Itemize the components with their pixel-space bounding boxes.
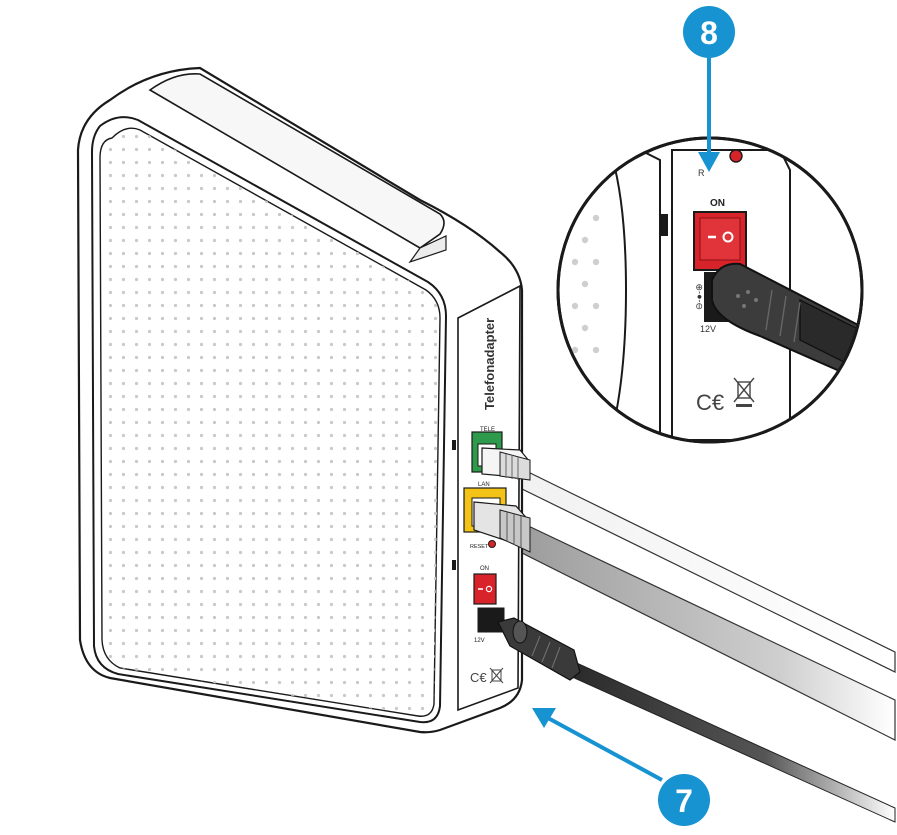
- zoom-reset-label: R: [698, 168, 705, 178]
- zoom-front-dots: [571, 214, 600, 354]
- zoom-ce-mark-icon: C€: [696, 390, 724, 415]
- switch-label: ON: [480, 566, 489, 572]
- callout-8-number: 8: [700, 15, 718, 51]
- zoom-switch-label: ON: [710, 198, 725, 209]
- zoom-power-label: 12V: [700, 324, 716, 334]
- callout-7: 7: [532, 708, 710, 826]
- zoom-power-switch: [693, 211, 747, 271]
- power-plug: [497, 617, 581, 681]
- polarity-icon: ⊖-●-⊕: [694, 283, 704, 310]
- tele-port-label: TELE: [480, 427, 495, 433]
- zoom-weee-bin-icon: [733, 377, 755, 407]
- callout-7-number: 7: [675, 783, 693, 819]
- weee-bin-icon: [489, 667, 504, 684]
- reset-label: RESET: [470, 544, 489, 550]
- ce-mark-icon: C€: [470, 670, 487, 685]
- brand-label: Telefonadapter: [482, 318, 497, 410]
- tele-plug: [481, 447, 531, 481]
- callout-8: 8: [683, 6, 735, 172]
- power-jack: 12V: [474, 607, 505, 644]
- zoom-power-plug: [711, 262, 861, 382]
- lan-port-label: LAN: [478, 482, 490, 488]
- reset-button: RESET: [470, 540, 496, 550]
- router-device: Telefonadapter TELE LAN: [76, 66, 581, 734]
- power-label: 12V: [474, 638, 485, 644]
- lan-plug: [473, 501, 531, 553]
- zoom-detail: R ON 12V ⊖-●-⊕: [556, 136, 864, 444]
- power-switch: ON: [473, 566, 497, 605]
- cables: [519, 467, 896, 823]
